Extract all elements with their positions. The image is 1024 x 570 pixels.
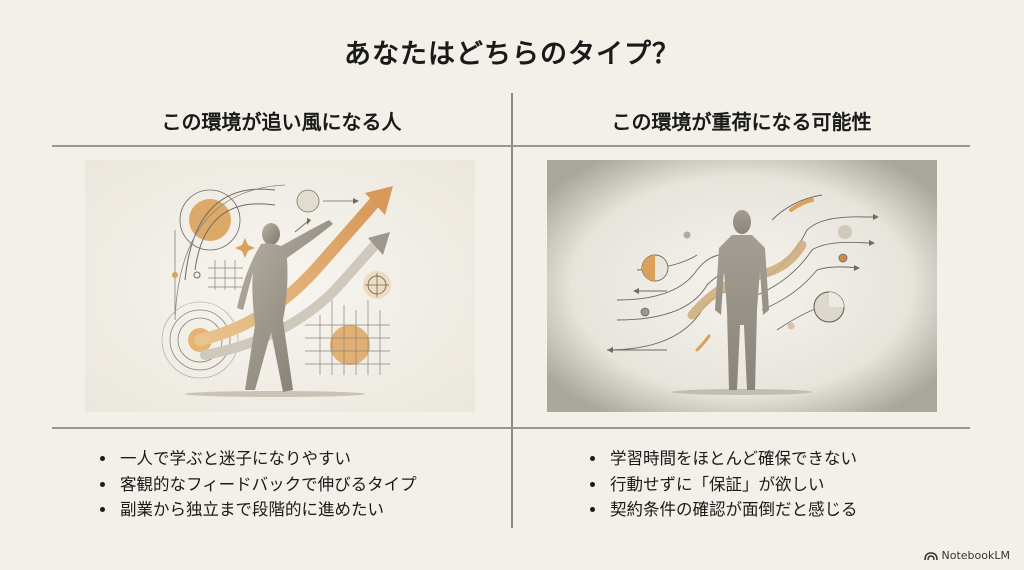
notebooklm-logo-icon	[923, 551, 938, 560]
left-column-heading: この環境が追い風になる人	[161, 110, 402, 134]
right-bullet-list: 学習時間をほとんど確保できない 行動せずに「保証」が欲しい 契約条件の確認が面倒…	[588, 446, 858, 523]
column-divider	[511, 93, 513, 528]
person-reaching-arrows-illustration	[85, 160, 475, 412]
bullet-item: 契約条件の確認が面倒だと感じる	[588, 497, 858, 523]
bullet-item: 学習時間をほとんど確保できない	[588, 446, 858, 472]
right-column-heading: この環境が重荷になる可能性	[611, 110, 872, 134]
bullet-dot-icon	[100, 456, 105, 461]
right-illustration	[547, 160, 937, 412]
person-standing-flow-illustration	[547, 160, 937, 412]
heading-divider	[52, 145, 970, 147]
bullet-dot-icon	[100, 481, 105, 487]
bullet-item: 副業から独立まで段階的に進めたい	[98, 497, 417, 523]
bullet-dot-icon	[590, 507, 595, 512]
bullet-dot-icon	[590, 481, 595, 487]
bullet-dot-icon	[590, 456, 595, 461]
bullet-dot-icon	[100, 507, 105, 512]
bullet-item: 客観的なフィードバックで伸びるタイプ	[98, 472, 417, 498]
left-illustration	[85, 160, 475, 412]
notebooklm-branding: NotebookLM	[923, 549, 1010, 562]
bullets-divider	[52, 427, 970, 429]
left-bullet-list: 一人で学ぶと迷子になりやすい 客観的なフィードバックで伸びるタイプ 副業から独立…	[98, 446, 417, 523]
bullet-item: 一人で学ぶと迷子になりやすい	[98, 446, 417, 472]
page-title: あなたはどちらのタイプ？	[344, 39, 680, 70]
bullet-item: 行動せずに「保証」が欲しい	[588, 472, 858, 498]
